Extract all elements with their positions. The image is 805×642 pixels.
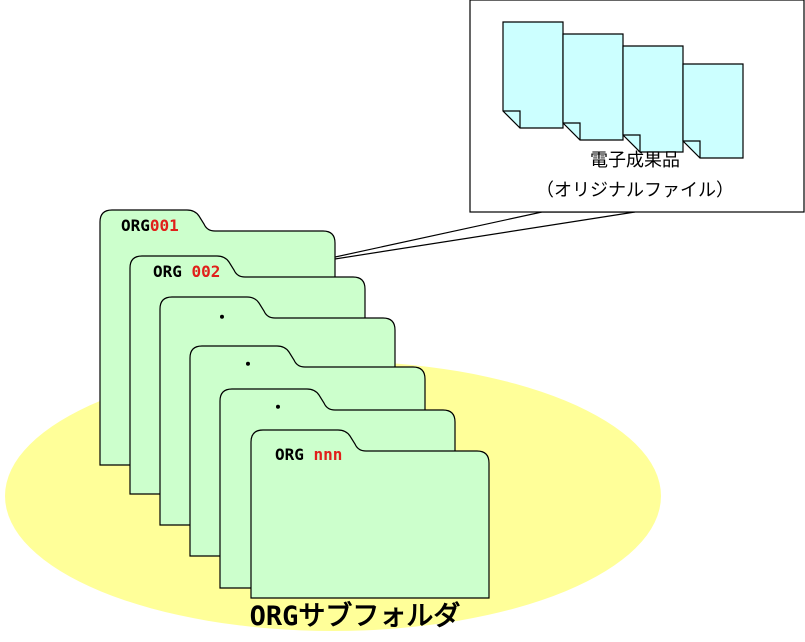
document-icon bbox=[562, 33, 624, 141]
folder-prefix: ORG bbox=[275, 445, 314, 464]
callout-box: 電子成果品 （オリジナルファイル） bbox=[302, 0, 805, 265]
callout-pointer bbox=[302, 211, 636, 265]
folder-orgnnn: ORG nnn bbox=[250, 429, 490, 599]
document-icon bbox=[622, 45, 684, 153]
folder-number: 001 bbox=[150, 216, 179, 235]
folder-stack: ORG001 ORG 002 ・ ・ ・ ORG nnn bbox=[99, 209, 490, 599]
folder-label: ORG001 bbox=[121, 216, 179, 235]
folder-label: ・ bbox=[270, 398, 286, 417]
document-icon bbox=[682, 63, 744, 159]
folder-label: ORG 002 bbox=[153, 262, 220, 281]
folder-prefix: ORG bbox=[121, 216, 150, 235]
callout-label-line2: （オリジナルファイル） bbox=[536, 180, 734, 201]
callout-label-line1: 電子成果品 bbox=[590, 150, 680, 171]
org-subfolder-caption: ORGサブフォルダ bbox=[250, 600, 461, 632]
folder-prefix: ORG bbox=[153, 262, 192, 281]
folder-label: ORG nnn bbox=[275, 445, 342, 464]
folder-label: ・ bbox=[214, 308, 230, 327]
folder-label: ・ bbox=[240, 355, 256, 374]
folder-number: nnn bbox=[314, 445, 343, 464]
folder-number: 002 bbox=[192, 262, 221, 281]
document-icon bbox=[502, 21, 564, 129]
